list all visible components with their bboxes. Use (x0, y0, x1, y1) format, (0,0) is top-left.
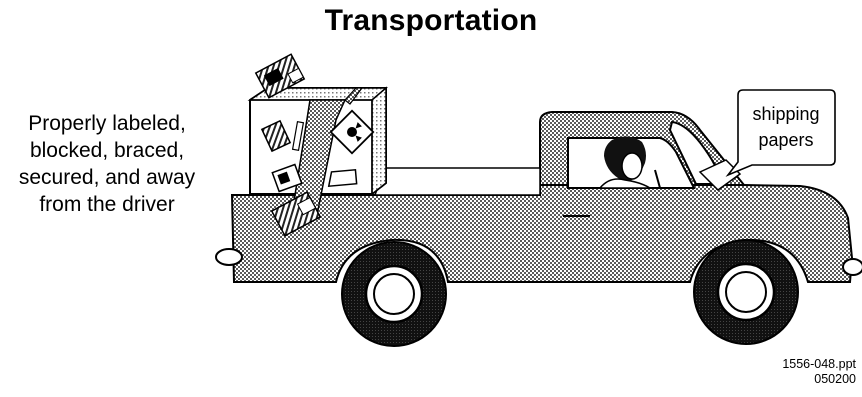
callout-line: shipping (752, 104, 819, 124)
caption-line: blocked, braced, (29, 139, 185, 162)
dashboard-papers (698, 159, 742, 191)
reference-date: 050200 (814, 372, 856, 386)
page-title: Transportation (324, 4, 538, 37)
tail-light (215, 248, 243, 266)
shipping-papers-callout: shipping papers (725, 89, 836, 177)
package-icon (327, 168, 358, 188)
callout-line: papers (758, 130, 813, 150)
package-icon (291, 120, 305, 152)
caption-line: Properly labeled, (28, 112, 186, 135)
cargo-caption: Properly labeled, blocked, braced, secur… (0, 110, 214, 218)
package-icon (260, 119, 292, 153)
caption-line: secured, and away (18, 166, 196, 189)
driver-icon (598, 136, 661, 189)
front-wheel (693, 239, 799, 345)
hazard-label-icon (329, 109, 375, 155)
reference-code: 1556-048.ppt 050200 (782, 357, 856, 387)
headlight (842, 258, 862, 276)
rear-wheel (341, 241, 447, 347)
package-icon (271, 163, 303, 193)
package-icon (270, 191, 322, 237)
package-icon (254, 53, 306, 99)
reference-file: 1556-048.ppt (782, 357, 856, 371)
caption-line: from the driver (39, 193, 175, 216)
truck-bed-floor (373, 167, 541, 196)
